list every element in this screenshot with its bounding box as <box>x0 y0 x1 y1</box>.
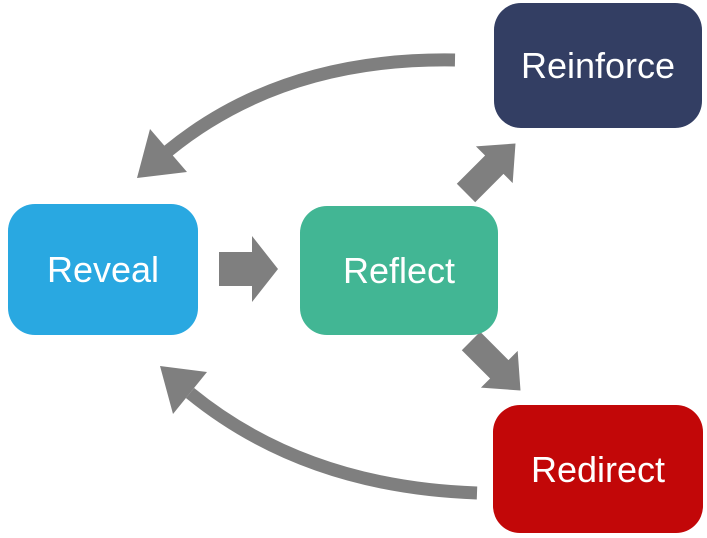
arrow-reinforce-to-reveal-curve <box>163 53 456 157</box>
node-reflect <box>300 206 498 335</box>
node-reinforce-label: Reinforce <box>521 45 675 86</box>
node-reveal <box>8 204 198 335</box>
node-reflect-label: Reflect <box>343 250 455 291</box>
arrow-reinforce-to-reveal-head <box>137 129 187 178</box>
arrow-redirect-to-reveal <box>160 366 478 500</box>
node-redirect-label: Redirect <box>531 449 665 490</box>
node-reinforce <box>494 3 702 128</box>
node-reveal-label: Reveal <box>47 249 159 290</box>
arrow-redirect-to-reveal-curve <box>185 387 478 500</box>
arrow-reinforce-to-reveal <box>137 53 456 178</box>
node-redirect <box>493 405 703 533</box>
arrow-redirect-to-reveal-head <box>160 366 207 414</box>
arrow-reveal-to-reflect <box>219 236 278 302</box>
arrow-reflect-to-reinforce <box>456 143 516 203</box>
arrow-reflect-to-redirect <box>461 331 521 391</box>
